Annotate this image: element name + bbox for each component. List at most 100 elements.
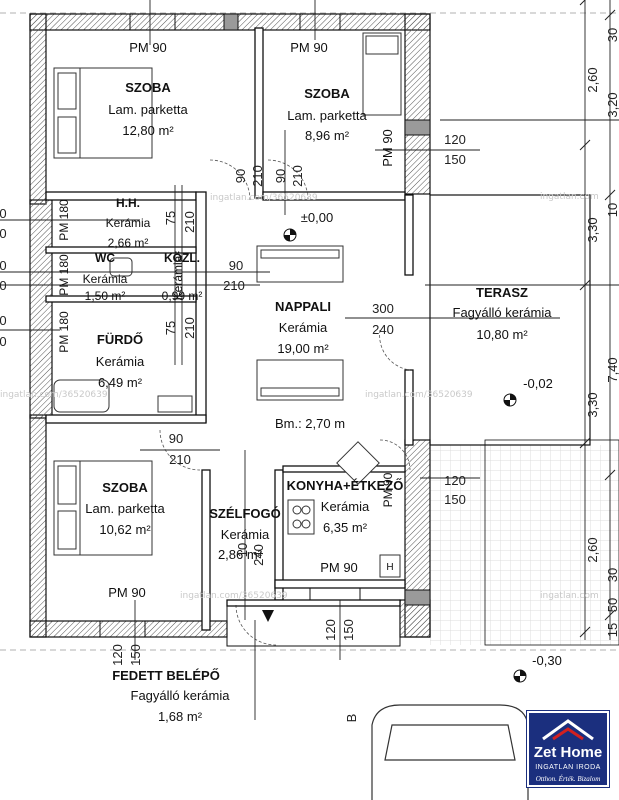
terrace-outline <box>429 194 591 446</box>
room-szoba3-area: 10,62 m² <box>99 522 151 537</box>
dim-10-vertical: 10 <box>235 543 250 557</box>
dim-120-vertical: 120 <box>323 619 338 641</box>
level-outside-label: -0,30 <box>532 653 562 668</box>
interior-walls <box>45 27 414 631</box>
room-fedett-name: FEDETT BELÉPŐ <box>112 668 220 683</box>
pm90-label-vertical: PM 90 <box>381 472 395 507</box>
logo-brand: Zet Home <box>533 744 603 761</box>
room-nappali-name: NAPPALI <box>275 299 331 314</box>
watermark-text: ingatlan.com <box>540 591 599 601</box>
room-nappali-floor: Kerámia <box>279 320 328 335</box>
room-szoba1-name: SZOBA <box>125 80 171 95</box>
dim-120-vertical: 120 <box>110 644 125 666</box>
dim-30: 30 <box>605 28 619 42</box>
room-fedett-floor: Fagyálló kerámia <box>131 688 231 703</box>
dim-150-vertical: 150 <box>128 644 143 666</box>
dim-0: 0 <box>0 226 7 241</box>
dimension-ticks <box>579 0 616 638</box>
dim-320: 3,20 <box>605 92 619 117</box>
dim-15: 15 <box>605 623 619 637</box>
dim-150: 150 <box>444 492 466 507</box>
level-markers <box>283 228 527 683</box>
room-szoba3-name: SZOBA <box>102 480 148 495</box>
pm90-label: PM 90 <box>320 560 358 575</box>
dim-75-vertical: 75 <box>163 211 178 225</box>
room-furdo-floor: Kerámia <box>96 354 145 369</box>
dim-90: 90 <box>169 431 183 446</box>
watermark-text: ingatlan.com/36520639 <box>210 193 318 203</box>
room-szoba2-area: 8,96 m² <box>305 128 350 143</box>
dim-740: 7,40 <box>605 357 619 382</box>
dim-210-vertical: 210 <box>290 165 305 187</box>
zet-home-logo: Zet Home INGATLAN IRODA Otthon. Érték. B… <box>526 710 610 788</box>
windows <box>99 14 361 637</box>
room-wc-name: WC <box>95 251 115 265</box>
room-hh-name: H.H. <box>116 196 140 210</box>
dim-330: 3,30 <box>585 392 600 417</box>
room-szoba3-floor: Lam. parketta <box>85 501 165 516</box>
room-szelfogo-floor: Kerámia <box>221 527 270 542</box>
pm180-label-vertical: PM 180 <box>57 254 71 296</box>
logo-slogan: Otthon. Érték. Bizalom <box>535 775 601 783</box>
room-terasz-floor: Fagyálló kerámia <box>453 305 553 320</box>
dim-260: 2,60 <box>585 537 600 562</box>
room-szelfogo-area: 2,86 m² <box>218 547 263 562</box>
watermark-text: ingatlan.com/36520639 <box>180 591 288 601</box>
dim-0: 0 <box>0 334 7 349</box>
dim-50: 50 <box>605 598 619 612</box>
level-terasz-label: -0,02 <box>523 376 553 391</box>
b-mark: B <box>344 714 359 723</box>
room-nappali-area: 19,00 m² <box>277 341 329 356</box>
room-hh-floor: Kerámia <box>106 216 151 230</box>
room-konyha-area: 6,35 m² <box>323 520 368 535</box>
dim-210: 210 <box>223 278 245 293</box>
dim-90-vertical: 90 <box>273 169 288 183</box>
entrance-outline <box>226 605 401 647</box>
house-icon <box>542 719 594 741</box>
room-furdo-name: FÜRDŐ <box>97 332 143 347</box>
room-konyha-name: KONYHA+ÉTKEZŐ <box>287 478 404 493</box>
dim-0: 0 <box>0 258 7 273</box>
room-terasz-name: TERASZ <box>476 285 528 300</box>
dim-210: 210 <box>169 452 191 467</box>
h-mark: H <box>386 562 393 573</box>
pm180-label-vertical: PM 180 <box>57 311 71 353</box>
room-kozl-name: KÖZL. <box>164 250 200 265</box>
dim-10: 10 <box>605 203 619 217</box>
driveway-outline <box>484 439 619 646</box>
dim-30: 30 <box>605 568 619 582</box>
pm90-label: PM 90 <box>290 40 328 55</box>
dim-210-vertical: 210 <box>182 317 197 339</box>
dim-0: 0 <box>0 313 7 328</box>
pm90-label-vertical: PM 90 <box>380 129 395 167</box>
dimension-lines <box>0 0 619 720</box>
pm90-label: PM 90 <box>108 585 146 600</box>
dim-330: 3,30 <box>585 217 600 242</box>
dim-75-vertical: 75 <box>163 321 178 335</box>
watermark-text: ingatlan.com/36520639 <box>365 390 473 400</box>
room-kozl-area: 0,99 m² <box>162 289 203 303</box>
dim-240: 240 <box>372 322 394 337</box>
room-szoba1-area: 12,80 m² <box>122 123 174 138</box>
dim-0: 0 <box>0 206 7 221</box>
room-szelfogo-name: SZÉLFOGÓ <box>209 506 281 521</box>
watermark-text: ingatlan.com <box>540 192 599 202</box>
room-szoba2-floor: Lam. parketta <box>287 108 367 123</box>
level-zero-label: ±0,00 <box>301 210 333 225</box>
ceiling-height-label: Bm.: 2,70 m <box>275 416 345 431</box>
furniture <box>53 32 402 578</box>
dim-210-vertical: 210 <box>250 165 265 187</box>
watermark-text: ingatlan.com/36520639 <box>0 390 108 400</box>
room-hh-area: 2,66 m² <box>108 236 149 250</box>
room-szoba2-name: SZOBA <box>304 86 350 101</box>
dim-260: 2,60 <box>585 67 600 92</box>
room-terasz-area: 10,80 m² <box>476 327 528 342</box>
dim-150-vertical: 150 <box>341 619 356 641</box>
dim-300: 300 <box>372 301 394 316</box>
car-icon <box>371 704 529 800</box>
entry-arrow-icon <box>262 610 274 622</box>
room-furdo-area: 6,49 m² <box>98 375 143 390</box>
dim-0: 0 <box>0 278 7 293</box>
